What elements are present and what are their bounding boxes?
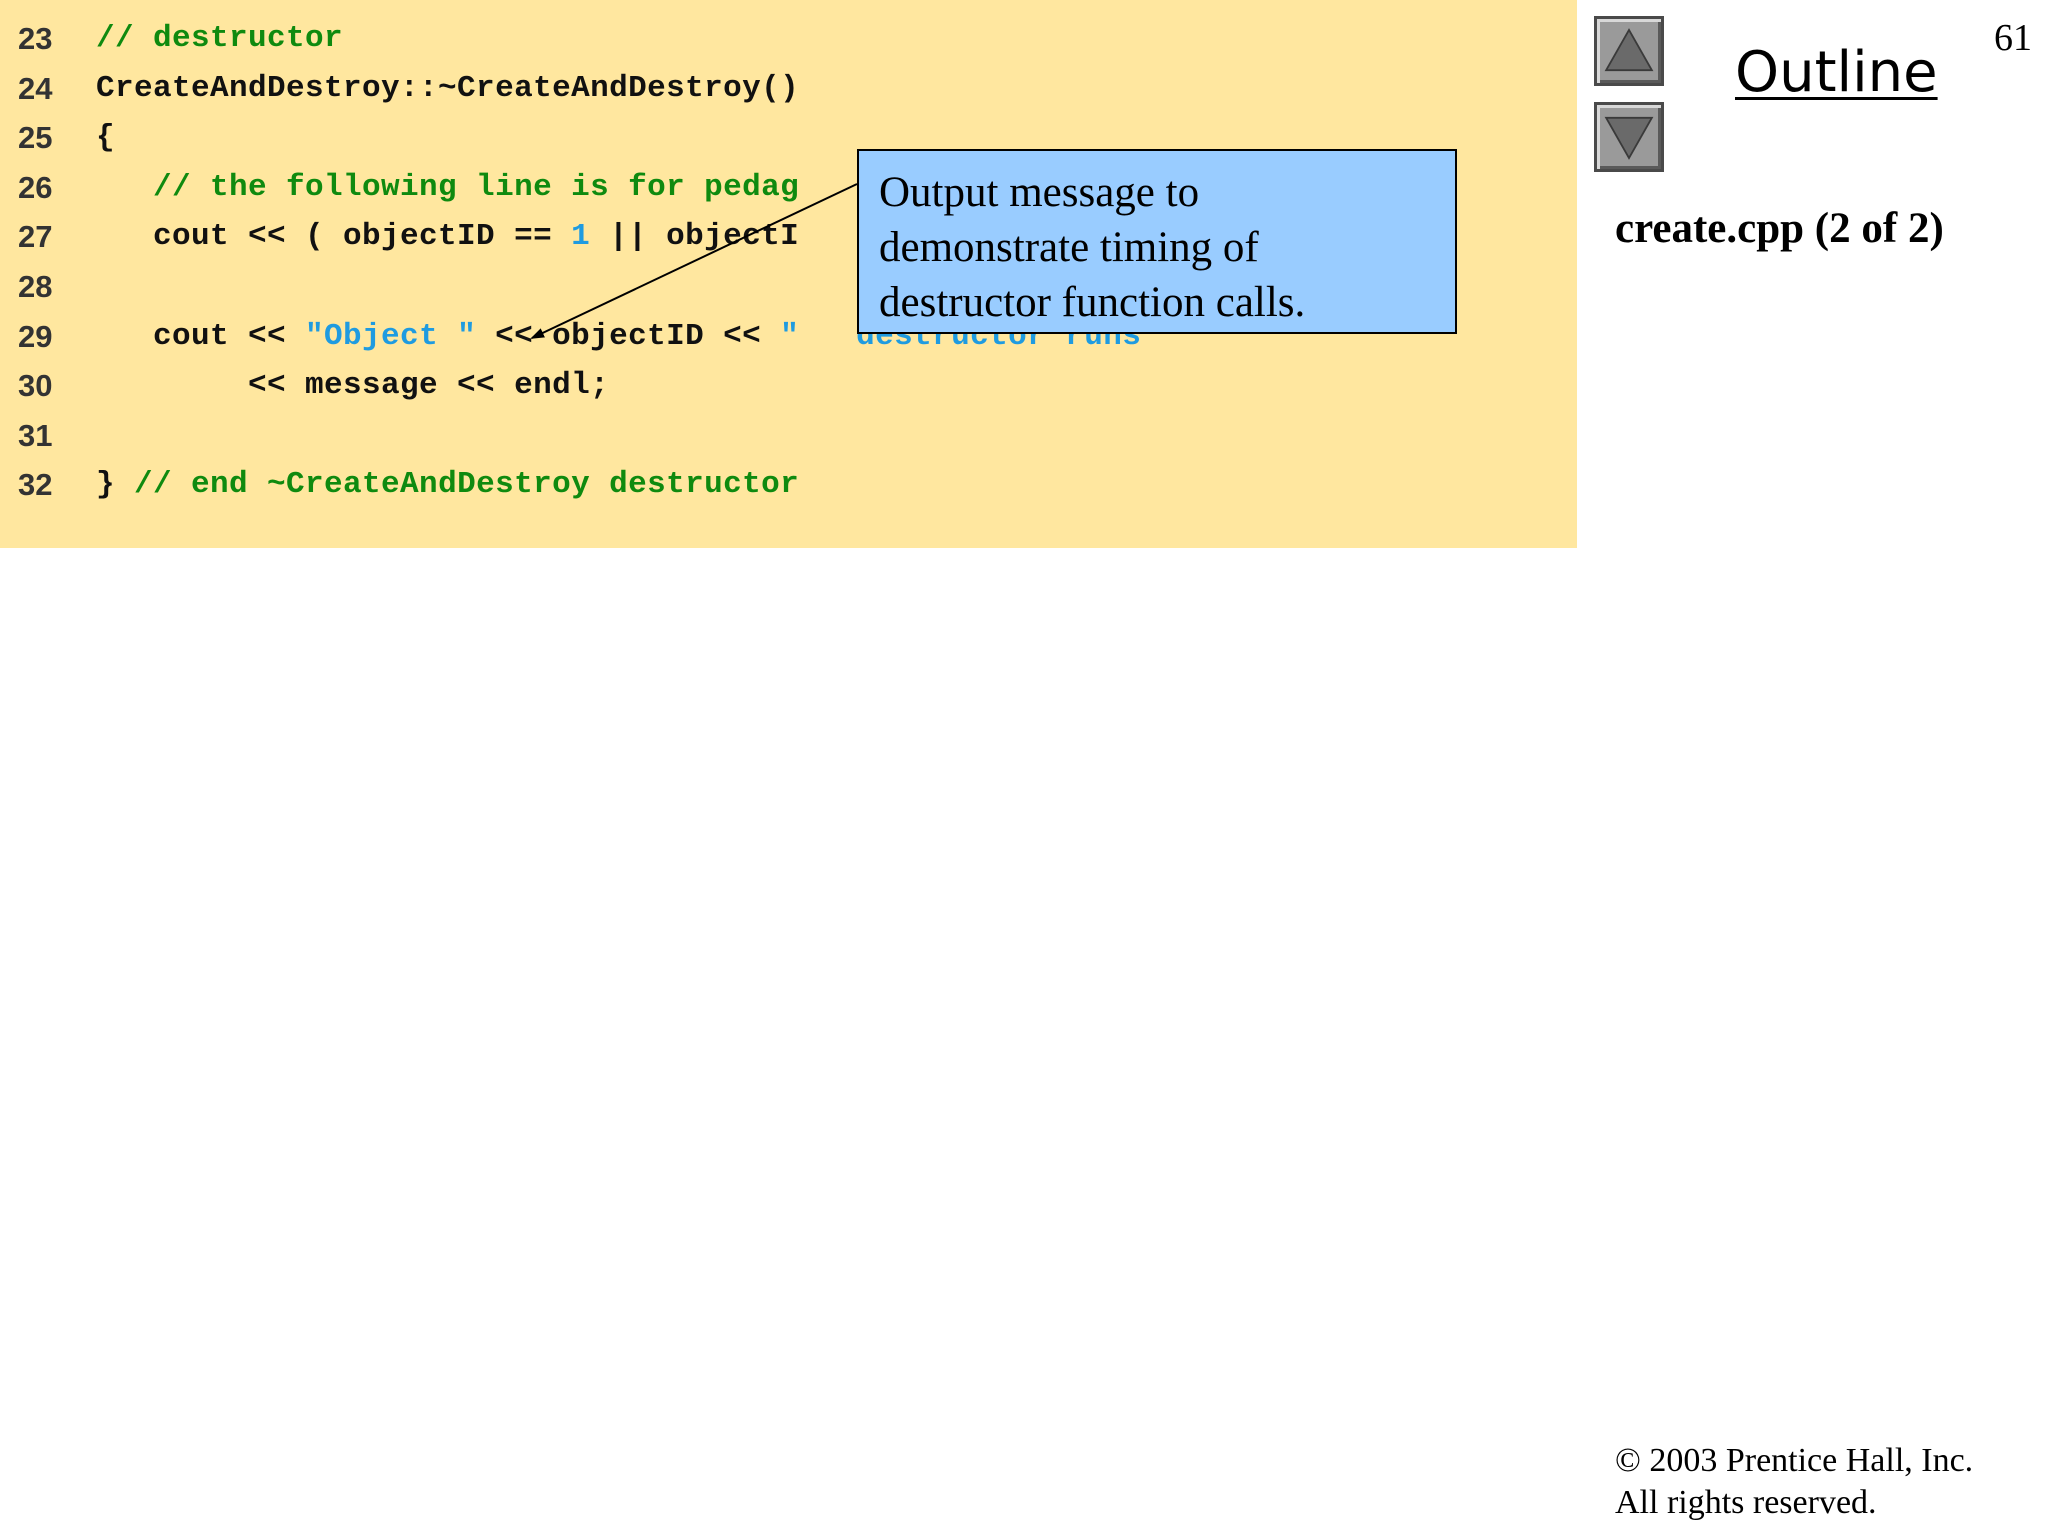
code-text: } // end ~CreateAndDestroy destructor [96, 460, 799, 510]
code-token-plain: cout << ( objectID == [96, 219, 572, 255]
code-token-comment: // end ~CreateAndDestroy destructor [134, 467, 800, 503]
line-number: 32 [18, 467, 53, 503]
previous-slide-button[interactable] [1594, 16, 1664, 86]
code-token-plain: << message << endl; [96, 368, 610, 404]
code-text: { [96, 113, 115, 163]
line-number: 30 [18, 368, 53, 404]
code-token-plain: cout << [96, 318, 306, 354]
outline-link[interactable]: Outline [1735, 40, 1938, 105]
copyright-line-2: All rights reserved. [1615, 1484, 1877, 1521]
triangle-up-icon [1604, 28, 1654, 72]
code-token-plain: { [96, 120, 116, 156]
code-line: 24 CreateAndDestroy::~CreateAndDestroy() [0, 64, 1577, 114]
callout-line-1: Output message to [879, 169, 1200, 216]
code-line: 30 << message << endl; [0, 361, 1577, 411]
code-token-string: "Object " [305, 318, 477, 354]
code-token-plain: || objectI [590, 219, 800, 255]
code-line: 31 [0, 411, 1577, 461]
code-line: 32} // end ~CreateAndDestroy destructor [0, 460, 1577, 510]
line-number: 31 [18, 417, 53, 453]
code-token-comment: // the following line is for pedag [96, 169, 800, 205]
line-number: 28 [18, 269, 53, 304]
line-number: 27 [18, 219, 53, 255]
line-number: 25 [18, 120, 53, 156]
file-title: create.cpp (2 of 2) [1615, 205, 1944, 252]
code-token-plain: << objectID << [476, 318, 781, 354]
callout-line-2: demonstrate timing of [879, 224, 1259, 271]
line-number: 29 [18, 318, 53, 354]
callout-line-3: destructor function calls. [879, 279, 1306, 326]
copyright: © 2003 Prentice Hall, Inc. All rights re… [1615, 1440, 1973, 1524]
code-token-plain: CreateAndDestroy::~CreateAndDestroy() [96, 70, 800, 106]
code-text: << message << endl; [96, 361, 609, 411]
page-number: 61 [1994, 17, 2032, 59]
code-line: 26 // the following line is for pedag [0, 163, 1577, 213]
code-token-plain: } [96, 467, 135, 503]
code-line: 23 // destructor [0, 14, 1577, 64]
code-text: // destructor [96, 14, 343, 64]
triangle-down-icon [1604, 116, 1654, 160]
code-text: cout << ( objectID == 1 || objectI [96, 212, 799, 262]
copyright-line-1: © 2003 Prentice Hall, Inc. [1615, 1442, 1974, 1479]
next-slide-button[interactable] [1594, 102, 1664, 172]
code-token-comment: // destructor [96, 21, 344, 56]
code-text: CreateAndDestroy::~CreateAndDestroy() [96, 64, 799, 114]
code-line: 25 { [0, 113, 1577, 163]
line-number: 26 [18, 169, 53, 205]
code-line: 28 [0, 262, 1577, 312]
line-number: 23 [18, 21, 53, 56]
code-text: // the following line is for pedag [96, 163, 799, 213]
callout-box: Output message to demonstrate timing of … [857, 149, 1457, 334]
code-token-number: 1 [571, 219, 591, 255]
line-number: 24 [18, 70, 53, 106]
